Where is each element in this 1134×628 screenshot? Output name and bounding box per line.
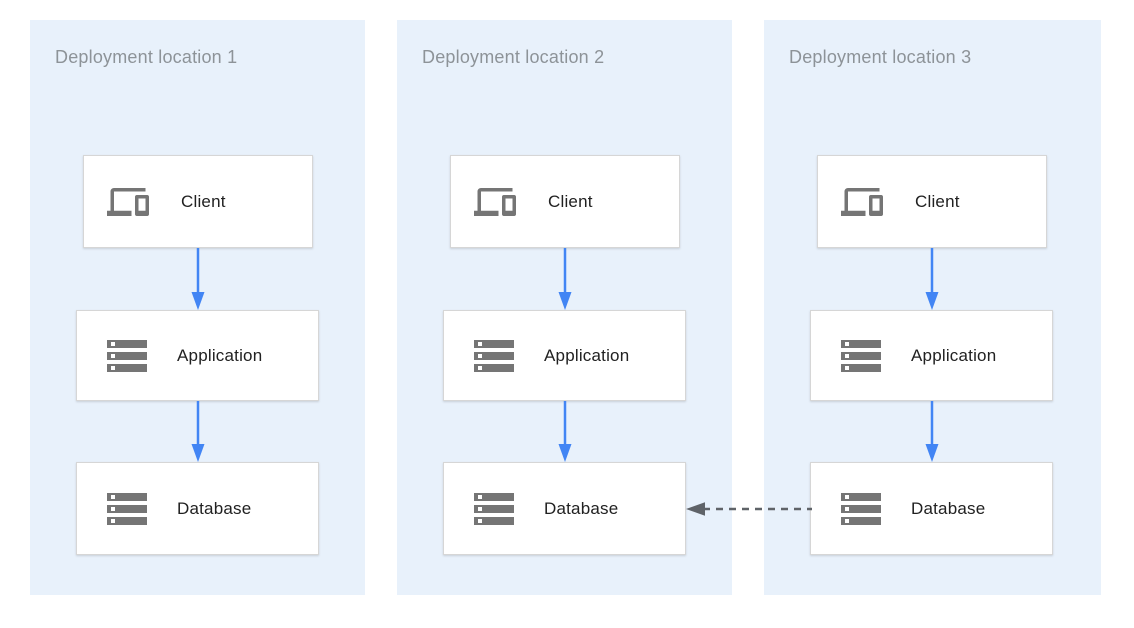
storage-icon <box>474 339 514 372</box>
node-label: Client <box>548 191 593 211</box>
devices-icon <box>841 187 883 216</box>
node-label: Database <box>177 498 252 518</box>
flow-arrow-client-to-application <box>925 248 939 310</box>
node-client: Client <box>450 155 680 248</box>
flow-arrow-client-to-application <box>191 248 205 310</box>
node-database: Database <box>810 462 1053 555</box>
replication-arrow-database3-to-database2 <box>686 502 812 516</box>
devices-icon <box>107 187 149 216</box>
zone-deployment-location-1: Deployment location 1 Client Application… <box>30 20 365 595</box>
zone-title: Deployment location 2 <box>422 47 605 67</box>
node-client: Client <box>817 155 1047 248</box>
zone-deployment-location-2: Deployment location 2 Client Application… <box>397 20 732 595</box>
zone-title: Deployment location 1 <box>55 47 238 67</box>
flow-arrow-client-to-application <box>558 248 572 310</box>
node-client: Client <box>83 155 313 248</box>
node-application: Application <box>443 310 686 401</box>
flow-arrow-application-to-database <box>925 401 939 462</box>
node-application: Application <box>76 310 319 401</box>
node-label: Client <box>915 191 960 211</box>
node-application: Application <box>810 310 1053 401</box>
flow-arrow-application-to-database <box>558 401 572 462</box>
storage-icon <box>841 339 881 372</box>
storage-icon <box>107 339 147 372</box>
zone-title: Deployment location 3 <box>789 47 972 67</box>
node-label: Application <box>911 345 997 365</box>
storage-icon <box>841 492 881 525</box>
flow-arrow-application-to-database <box>191 401 205 462</box>
node-label: Database <box>544 498 619 518</box>
storage-icon <box>107 492 147 525</box>
node-label: Application <box>544 345 630 365</box>
node-label: Database <box>911 498 986 518</box>
storage-icon <box>474 492 514 525</box>
devices-icon <box>474 187 516 216</box>
node-database: Database <box>76 462 319 555</box>
zone-deployment-location-3: Deployment location 3 Client Application… <box>764 20 1101 595</box>
node-label: Application <box>177 345 263 365</box>
node-database: Database <box>443 462 686 555</box>
node-label: Client <box>181 191 226 211</box>
